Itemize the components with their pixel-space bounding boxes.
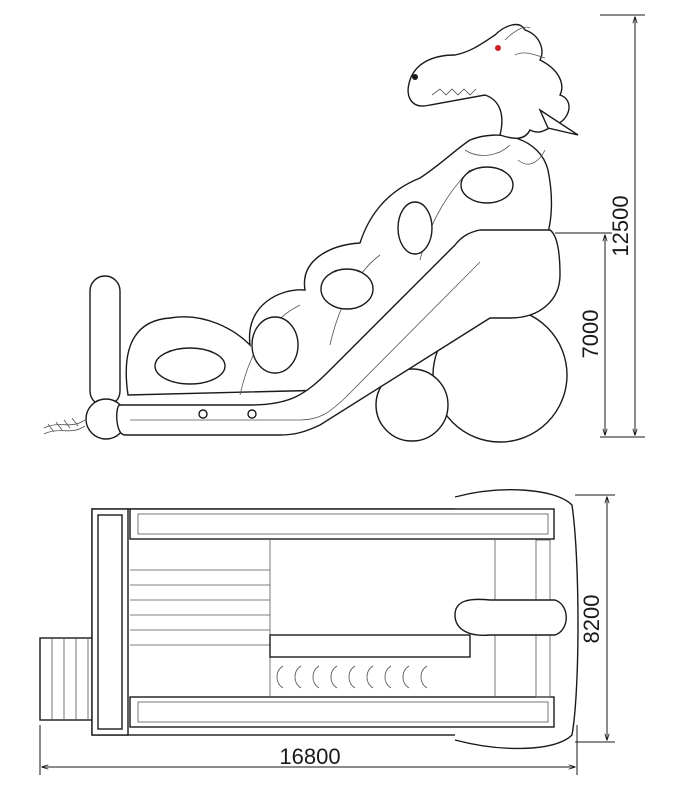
dimension-total-height: 12500 <box>600 14 645 438</box>
climb-ramp <box>269 634 471 658</box>
slide-anchor-left <box>198 409 208 419</box>
small-rear-ball <box>375 368 449 442</box>
dragon-body <box>125 134 553 396</box>
slide-anchor-right <box>247 409 257 419</box>
left-wall <box>129 508 555 540</box>
climbing-holds <box>276 665 428 689</box>
dragon-eye <box>495 45 501 51</box>
dragon-head <box>407 23 579 139</box>
dimension-width: 8200 <box>575 494 615 743</box>
width-label: 8200 <box>579 595 604 644</box>
length-label: 16800 <box>279 744 340 769</box>
blower-hose-icon <box>43 417 86 435</box>
plan-view: 8200 16800 <box>39 489 615 775</box>
dimension-slide-height: 7000 <box>555 232 612 435</box>
rear-pillar <box>89 275 121 407</box>
side-elevation-view: 12500 7000 <box>43 14 645 443</box>
slide-height-label: 7000 <box>578 310 603 359</box>
total-height-label: 12500 <box>608 195 633 256</box>
dragon-head-plan <box>454 598 567 637</box>
slide-chute <box>116 229 561 436</box>
right-wall <box>129 696 555 728</box>
dimension-length: 16800 <box>39 725 578 775</box>
blower-box <box>39 637 96 721</box>
